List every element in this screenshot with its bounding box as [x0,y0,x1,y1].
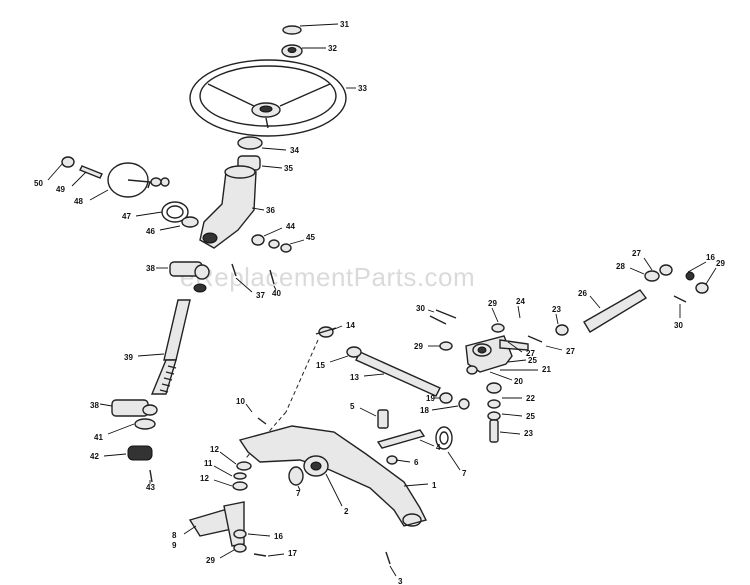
callout-number: 33 [358,84,367,93]
steering-arm-part [465,335,529,373]
callout-number: 23 [524,429,533,438]
callout-number: 45 [306,233,315,242]
watermark: eReplacementParts.com [180,262,476,292]
callout-number: 10 [236,397,245,406]
callout-number: 18 [420,406,429,415]
nut-42-part [127,445,153,461]
callout-number: 37 [256,291,265,300]
callout-number: 14 [346,321,355,330]
callout-number: 36 [266,206,275,215]
pin-5-part [377,409,389,429]
callout-number: 21 [542,365,551,374]
callout-number: 25 [526,412,535,421]
callout-number: 42 [90,452,99,461]
callout-number: 31 [340,20,349,29]
callout-number: 20 [514,377,523,386]
callout-layer: 31 32 33 34 35 36 44 45 50 49 48 47 46 3… [34,20,725,585]
washer-7b-part [435,426,453,450]
washer-44-part [251,234,265,246]
callout-number: 25 [528,356,537,365]
callout-number: 28 [616,262,625,271]
callout-number: 27 [526,349,535,358]
callout-number: 11 [204,459,213,468]
drag-link-part [315,326,441,397]
callout-number: 2 [344,507,349,516]
callout-number: 5 [350,402,355,411]
callout-number: 44 [286,222,295,231]
callout-number: 39 [124,353,133,362]
callout-number: 7 [296,489,301,498]
callout-number: 29 [716,259,725,268]
callout-number: 35 [284,164,293,173]
callout-number: 40 [272,289,281,298]
steering-wheel-part [189,59,347,137]
callout-number: 16 [274,532,283,541]
bushing-38b-part [111,399,149,417]
callout-number: 32 [328,44,337,53]
callout-number: 27 [632,249,641,258]
callout-number: 4 [436,443,441,452]
callout-number: 17 [288,549,297,558]
callout-number: 24 [516,297,525,306]
callout-number: 41 [94,433,103,442]
callout-number: 7 [462,469,467,478]
shaft-4-part [376,429,426,449]
callout-number: 12 [210,445,219,454]
washer-7-part [288,466,304,486]
bolt-23-part [489,419,499,443]
callout-number: 15 [316,361,325,370]
callout-number: 9 [172,541,177,550]
plate-part [107,162,149,198]
callout-number: 26 [578,289,587,298]
steering-shaft-part [150,299,191,395]
callout-number: 46 [146,227,155,236]
callout-number: 16 [706,253,715,262]
callout-number: 30 [674,321,683,330]
callout-number: 29 [414,342,423,351]
callout-number: 12 [200,474,209,483]
callout-number: 38 [90,401,99,410]
washer-part [181,216,199,228]
callout-number: 38 [146,264,155,273]
callout-number: 29 [206,556,215,565]
callout-number: 34 [290,146,299,155]
bushing-part [237,136,263,150]
front-axle-part [238,425,428,527]
cap-part [282,25,302,35]
callout-number: 43 [146,483,155,492]
callout-number: 48 [74,197,83,206]
callout-number: 50 [34,179,43,188]
callout-number: 3 [398,577,403,585]
callout-number: 1 [432,481,437,490]
callout-number: 13 [350,373,359,382]
callout-number: 6 [414,458,419,467]
callout-number: 19 [426,394,435,403]
callout-number: 23 [552,305,561,314]
callout-number: 27 [566,347,575,356]
callout-number: 47 [122,212,131,221]
tie-rod-part [583,289,648,333]
callout-number: 22 [526,394,535,403]
bolt-49-part [79,165,103,179]
callout-number: 30 [416,304,425,313]
steering-column-housing [199,165,257,249]
washer-41-part [134,418,156,430]
spindle-part [188,501,245,547]
callout-number: 49 [56,185,65,194]
nut-50-part [61,156,75,168]
callout-number: 8 [172,531,177,540]
callout-number: 29 [488,299,497,308]
